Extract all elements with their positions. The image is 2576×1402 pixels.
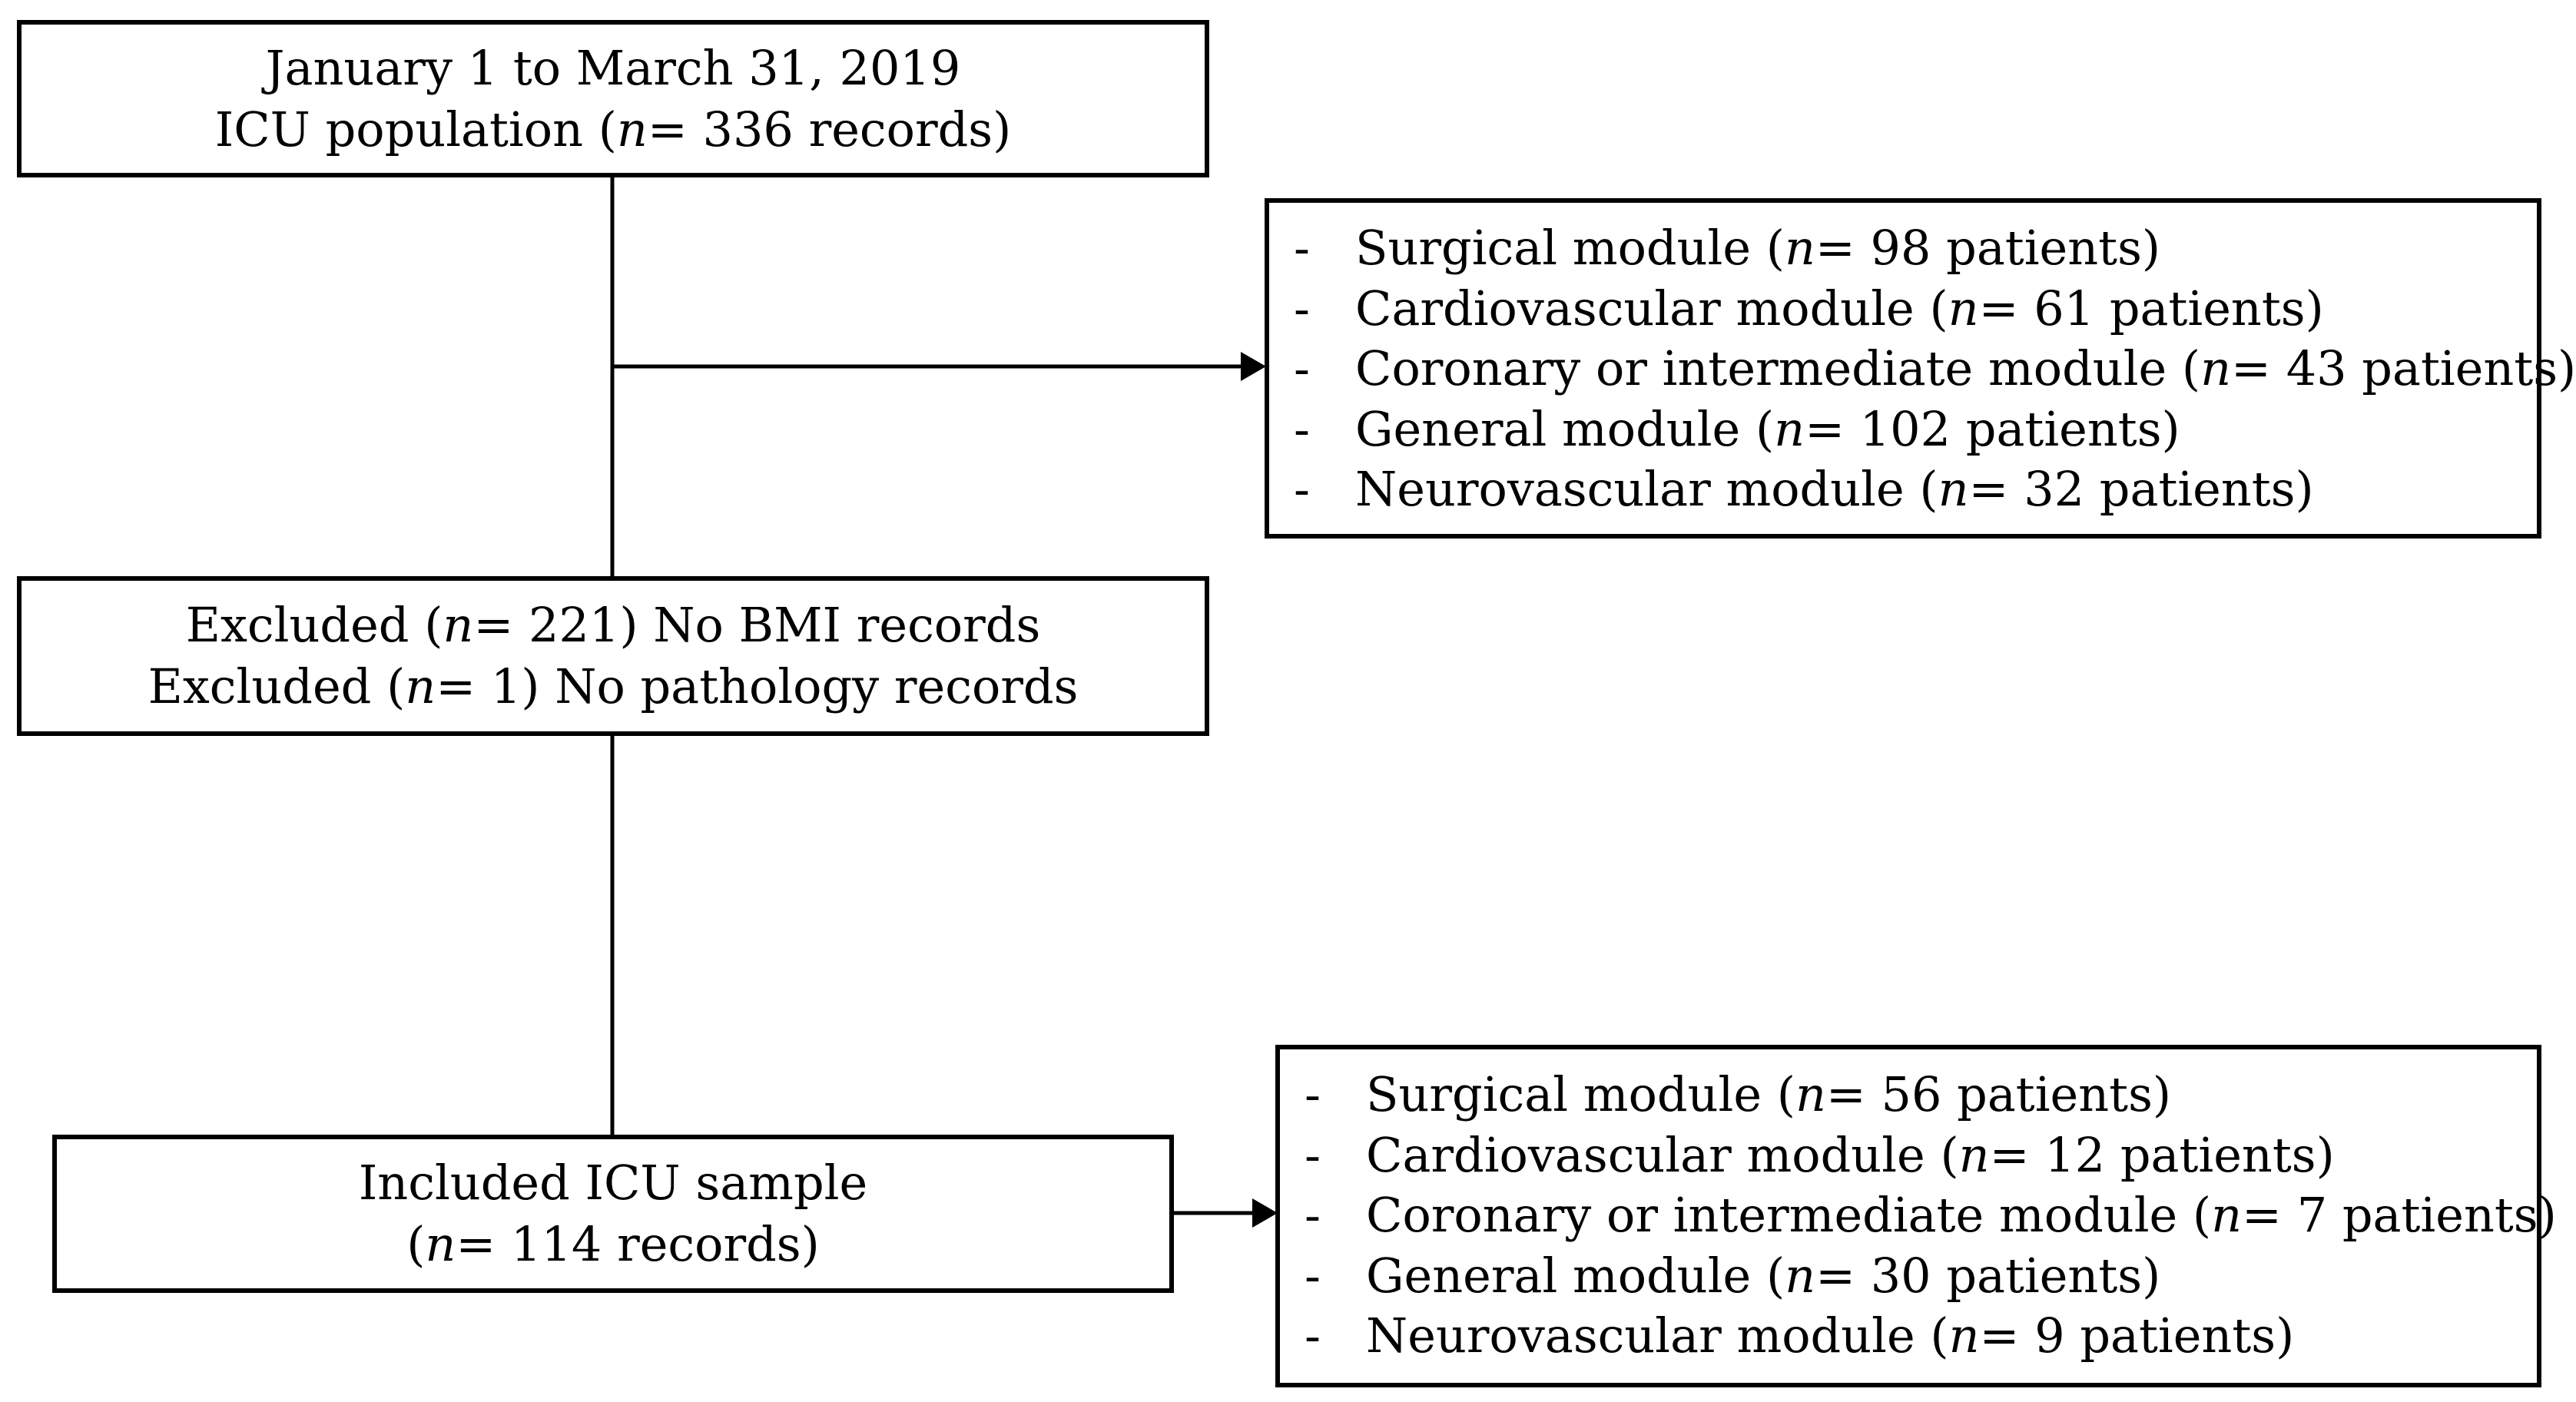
module-entry: Coronary or intermediate module (n= 7 pa…	[1366, 1185, 2557, 1246]
module-entry: Surgical module (n= 56 patients)	[1366, 1065, 2171, 1125]
module-entry: General module (n= 30 patients)	[1366, 1246, 2160, 1307]
list-bullet-dash: -	[1305, 1187, 1321, 1243]
module-label: Surgical module (	[1366, 1066, 1795, 1122]
population-modules-box: -Surgical module (n= 98 patients)-Cardio…	[1265, 198, 2576, 539]
list-bullet-dash: -	[1294, 280, 1310, 336]
excluded-bmi: Excluded (n= 221) No BMI records	[186, 595, 1041, 656]
module-count: = 9 patients)	[1979, 1308, 2295, 1364]
included-modules-box: -Surgical module (n= 56 patients)-Cardio…	[1275, 1045, 2557, 1387]
arrow-head-included-modules	[1252, 1198, 1278, 1228]
excluded-pathology: Excluded (n= 1) No pathology records	[148, 656, 1079, 718]
list-bullet-dash: -	[1305, 1066, 1321, 1122]
population-count-prefix: ICU population (	[214, 101, 617, 157]
module-label: General module (	[1355, 400, 1775, 457]
list-bullet-dash: -	[1305, 1247, 1321, 1304]
module-count: = 12 patients)	[1989, 1126, 2335, 1183]
module-n-symbol: n	[2211, 1187, 2243, 1243]
module-count: = 30 patients)	[1815, 1247, 2161, 1304]
excluded-bmi-text: = 221) No BMI records	[473, 597, 1041, 653]
list-bullet-dash: -	[1294, 220, 1310, 276]
included-box: Included ICU sample (n= 114 records)	[52, 1135, 1174, 1293]
module-n-symbol: n	[1958, 1126, 1990, 1183]
module-n-symbol: n	[1938, 461, 1969, 517]
list-item: -Coronary or intermediate module (n= 43 …	[1294, 339, 2576, 399]
module-count: = 98 patients)	[1815, 220, 2161, 276]
included-count-value: = 114 records)	[456, 1216, 820, 1272]
excluded-pathology-prefix: Excluded (	[148, 658, 406, 714]
list-item: -Cardiovascular module (n= 61 patients)	[1294, 279, 2576, 340]
module-count: = 43 patients)	[2231, 340, 2576, 396]
module-count: = 32 patients)	[1968, 461, 2314, 517]
included-count: (n= 114 records)	[406, 1214, 820, 1275]
module-n-symbol: n	[1774, 400, 1805, 457]
included-n-symbol: n	[425, 1216, 456, 1272]
included-modules-list: -Surgical module (n= 56 patients)-Cardio…	[1305, 1065, 2557, 1367]
list-item: -Neurovascular module (n= 9 patients)	[1305, 1306, 2557, 1367]
list-item: -Surgical module (n= 56 patients)	[1305, 1065, 2557, 1125]
list-item: -Surgical module (n= 98 patients)	[1294, 218, 2576, 279]
module-entry: Coronary or intermediate module (n= 43 p…	[1355, 339, 2576, 399]
excluded-pathology-n-symbol: n	[405, 658, 436, 714]
module-count: = 61 patients)	[1978, 280, 2324, 336]
excluded-pathology-text: = 1) No pathology records	[436, 658, 1079, 714]
list-bullet-dash: -	[1294, 400, 1310, 457]
population-count-value: = 336 records)	[647, 101, 1012, 157]
module-entry: Cardiovascular module (n= 12 patients)	[1366, 1125, 2335, 1186]
population-box: January 1 to March 31, 2019 ICU populati…	[17, 20, 1209, 177]
included-title: Included ICU sample	[358, 1155, 868, 1211]
arrow-head-population-modules	[1241, 352, 1266, 381]
module-count: = 102 patients)	[1805, 400, 2180, 457]
module-label: Neurovascular module (	[1366, 1308, 1949, 1364]
list-bullet-dash: -	[1294, 340, 1310, 396]
module-n-symbol: n	[1948, 1308, 1980, 1364]
module-n-symbol: n	[1785, 1247, 1816, 1304]
module-label: Cardiovascular module (	[1366, 1126, 1959, 1183]
module-n-symbol: n	[1784, 220, 1815, 276]
list-item: -Coronary or intermediate module (n= 7 p…	[1305, 1185, 2557, 1246]
module-label: General module (	[1366, 1247, 1785, 1304]
population-n-symbol: n	[616, 101, 648, 157]
module-entry: General module (n= 102 patients)	[1355, 399, 2180, 460]
excluded-box: Excluded (n= 221) No BMI records Exclude…	[17, 576, 1209, 736]
list-bullet-dash: -	[1294, 461, 1310, 517]
list-item: -Neurovascular module (n= 32 patients)	[1294, 459, 2576, 520]
module-n-symbol: n	[1795, 1066, 1826, 1122]
list-item: -Cardiovascular module (n= 12 patients)	[1305, 1125, 2557, 1186]
module-entry: Neurovascular module (n= 9 patients)	[1366, 1306, 2294, 1367]
population-date-range: January 1 to March 31, 2019	[265, 39, 961, 96]
list-bullet-dash: -	[1305, 1126, 1321, 1183]
population-count: ICU population (n= 336 records)	[215, 99, 1012, 161]
list-bullet-dash: -	[1305, 1308, 1321, 1364]
excluded-bmi-n-symbol: n	[443, 597, 474, 653]
module-label: Coronary or intermediate module (	[1355, 340, 2201, 396]
included-count-prefix: (	[406, 1216, 426, 1272]
module-count: = 56 patients)	[1825, 1066, 2172, 1122]
excluded-bmi-prefix: Excluded (	[185, 597, 443, 653]
module-label: Neurovascular module (	[1355, 461, 1938, 517]
list-item: -General module (n= 30 patients)	[1305, 1246, 2557, 1307]
list-item: -General module (n= 102 patients)	[1294, 399, 2576, 460]
module-count: = 7 patients)	[2242, 1187, 2557, 1243]
module-label: Surgical module (	[1355, 220, 1785, 276]
module-label: Coronary or intermediate module (	[1366, 1187, 2212, 1243]
module-label: Cardiovascular module (	[1355, 280, 1948, 336]
module-n-symbol: n	[1948, 280, 1979, 336]
module-entry: Neurovascular module (n= 32 patients)	[1355, 459, 2314, 520]
population-modules-list: -Surgical module (n= 98 patients)-Cardio…	[1294, 218, 2576, 520]
module-entry: Surgical module (n= 98 patients)	[1355, 218, 2160, 279]
module-n-symbol: n	[2200, 340, 2232, 396]
module-entry: Cardiovascular module (n= 61 patients)	[1355, 279, 2324, 340]
